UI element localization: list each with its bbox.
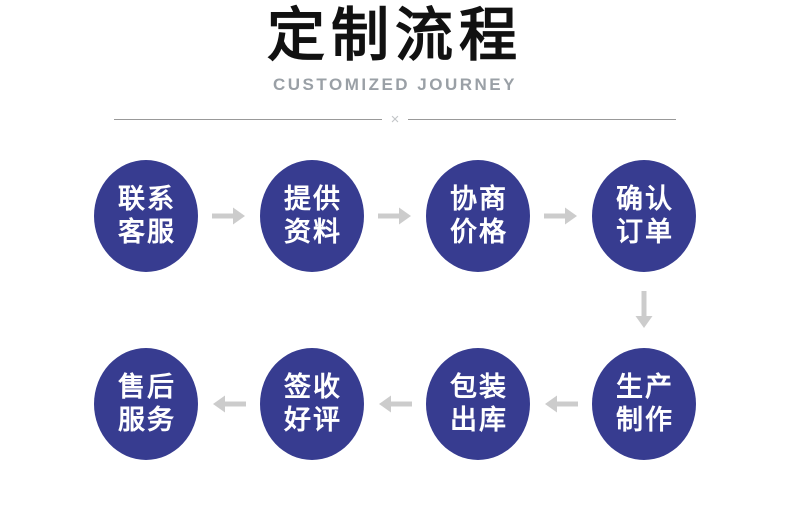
step-label-line2: 价格 (450, 216, 508, 247)
flow-row-bottom: 售后 服务 签收 好评 包装 出库 生产 制作 (0, 347, 790, 460)
step-confirm-order: 确认 订单 (592, 159, 696, 272)
step-label-line1: 提供 (284, 183, 342, 214)
arrow-right-icon (198, 204, 260, 228)
step-label-line2: 好评 (284, 404, 342, 435)
step-contact-service: 联系 客服 (94, 159, 198, 272)
arrow-left-icon (530, 392, 592, 416)
step-label-line2: 服务 (118, 404, 176, 435)
flow-row-top: 联系 客服 提供 资料 协商 价格 确认 订单 (0, 159, 790, 272)
step-label-line1: 售后 (118, 371, 176, 402)
step-label-line2: 出库 (450, 404, 508, 435)
arrow-right-icon (364, 204, 426, 228)
page-title: 定制流程 (266, 3, 523, 68)
x-divider-icon: × (390, 110, 400, 128)
step-label-line1: 生产 (616, 371, 674, 402)
step-provide-materials: 提供 资料 (260, 159, 364, 272)
step-label-line1: 签收 (284, 371, 342, 402)
flow-row-connector (0, 272, 790, 348)
step-negotiate-price: 协商 价格 (426, 159, 530, 272)
arrow-down-icon (592, 290, 696, 329)
page-subtitle: CUSTOMIZED JOURNEY (273, 74, 517, 94)
step-label-line2: 制作 (616, 404, 674, 435)
step-label-line1: 联系 (118, 183, 176, 214)
divider-line-left (114, 118, 382, 120)
step-packing-shipment: 包装 出库 (426, 347, 530, 460)
step-label-line1: 确认 (616, 183, 674, 214)
step-production: 生产 制作 (592, 347, 696, 460)
step-sign-receipt-review: 签收 好评 (260, 347, 364, 460)
step-label-line2: 订单 (616, 216, 674, 247)
step-label-line1: 包装 (450, 371, 508, 402)
step-label-line1: 协商 (450, 183, 508, 214)
step-after-sales-service: 售后 服务 (94, 347, 198, 460)
arrow-left-icon (364, 392, 426, 416)
arrow-right-icon (530, 204, 592, 228)
divider: × (114, 110, 677, 128)
divider-line-right (408, 118, 677, 120)
flow-diagram: 联系 客服 提供 资料 协商 价格 确认 订单 (0, 159, 790, 460)
arrow-left-icon (198, 392, 260, 416)
step-label-line2: 客服 (118, 216, 176, 247)
step-label-line2: 资料 (284, 216, 342, 247)
